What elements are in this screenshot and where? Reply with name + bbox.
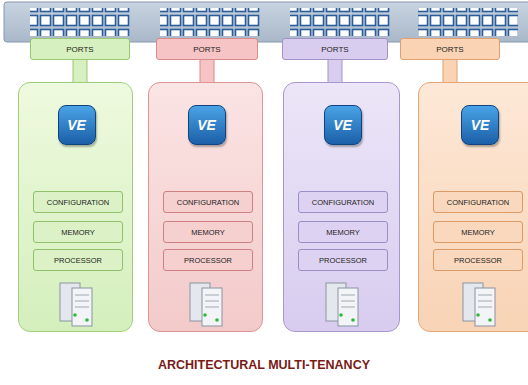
resource-box: PROCESSOR xyxy=(33,249,123,271)
resource-label: CONFIGURATION xyxy=(447,198,509,207)
resource-label: CONFIGURATION xyxy=(47,198,109,207)
resource-label: MEMORY xyxy=(191,228,225,237)
port-row xyxy=(160,8,260,36)
resource-box: CONFIGURATION xyxy=(33,191,123,213)
port-row xyxy=(418,8,518,36)
port-link-band xyxy=(328,59,342,84)
resource-box: MEMORY xyxy=(433,221,523,243)
resource-label: CONFIGURATION xyxy=(177,198,239,207)
resource-box: MEMORY xyxy=(298,221,388,243)
ports-label: PORTS xyxy=(66,45,93,54)
server-icon xyxy=(186,281,226,327)
resource-box: MEMORY xyxy=(33,221,123,243)
virtual-environment-panel: VE CONFIGURATION MEMORY PROCESSOR xyxy=(418,82,528,332)
resource-box: CONFIGURATION xyxy=(433,191,523,213)
port-link-band xyxy=(443,59,457,84)
port-link xyxy=(328,59,342,84)
resource-label: PROCESSOR xyxy=(184,256,232,265)
resource-label: MEMORY xyxy=(461,228,495,237)
port-link-band xyxy=(73,59,87,84)
port-link-band xyxy=(200,59,214,84)
virtual-environment-panel: VE CONFIGURATION MEMORY PROCESSOR xyxy=(148,82,263,332)
port-row xyxy=(290,8,390,36)
resource-box: CONFIGURATION xyxy=(163,191,253,213)
ve-icon-label: VE xyxy=(58,105,96,145)
ports-tab: PORTS xyxy=(400,38,500,60)
ports-label: PORTS xyxy=(321,45,348,54)
switch-body xyxy=(4,2,528,42)
resource-label: PROCESSOR xyxy=(54,256,102,265)
ports-tab: PORTS xyxy=(156,38,258,60)
caption: ARCHITECTURAL MULTI-TENANCY xyxy=(0,358,528,372)
resource-box: MEMORY xyxy=(163,221,253,243)
server-icon xyxy=(459,281,499,327)
resource-label: CONFIGURATION xyxy=(312,198,374,207)
ports-label: PORTS xyxy=(193,45,220,54)
resource-box: PROCESSOR xyxy=(433,249,523,271)
resource-label: PROCESSOR xyxy=(319,256,367,265)
resource-label: MEMORY xyxy=(61,228,95,237)
ve-icon-label: VE xyxy=(461,105,499,145)
server-icon xyxy=(322,281,362,327)
virtual-environment-panel: VE CONFIGURATION MEMORY PROCESSOR xyxy=(18,82,133,332)
resource-label: MEMORY xyxy=(326,228,360,237)
virtual-environment-panel: VE CONFIGURATION MEMORY PROCESSOR xyxy=(283,82,400,332)
resource-box: CONFIGURATION xyxy=(298,191,388,213)
port-link xyxy=(73,59,87,84)
port-row xyxy=(30,8,130,36)
port-link xyxy=(200,59,214,84)
ports-tab: PORTS xyxy=(282,38,388,60)
resource-box: PROCESSOR xyxy=(298,249,388,271)
ports-tab: PORTS xyxy=(30,38,130,60)
server-icon xyxy=(56,281,96,327)
port-link xyxy=(443,59,457,84)
ports-label: PORTS xyxy=(436,45,463,54)
resource-label: PROCESSOR xyxy=(454,256,502,265)
resource-box: PROCESSOR xyxy=(163,249,253,271)
ve-icon-label: VE xyxy=(324,105,362,145)
ve-icon-label: VE xyxy=(188,105,226,145)
